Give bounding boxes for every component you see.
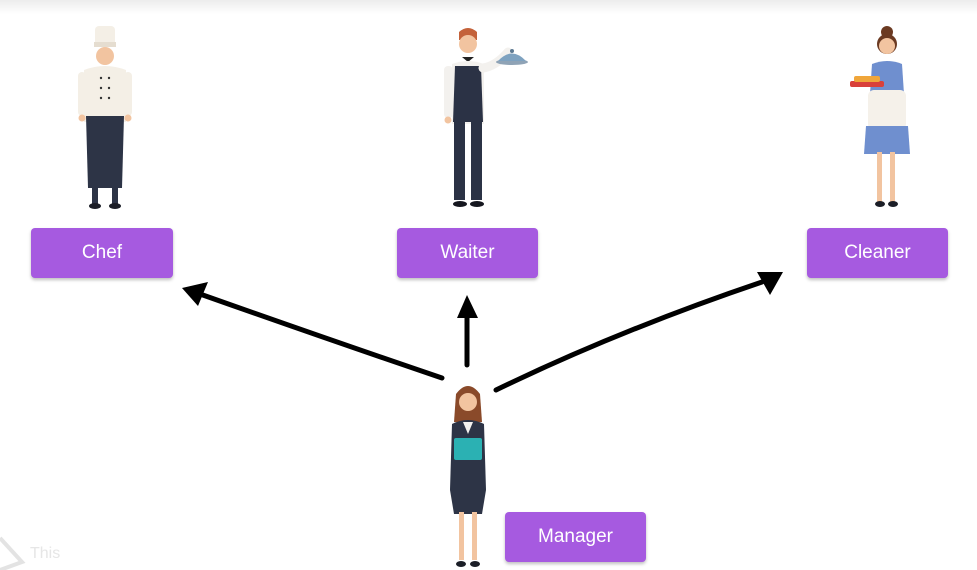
manager-illustration [450, 386, 486, 567]
cleaner-illustration [850, 26, 910, 207]
chef-illustration [78, 26, 132, 209]
chef-label: Chef [31, 228, 173, 278]
cleaner-label: Cleaner [807, 228, 948, 278]
watermark-text: This [30, 545, 61, 562]
arrow-manager-to-cleaner [493, 272, 783, 393]
top-shadow [0, 0, 977, 14]
waiter-label: Waiter [397, 228, 538, 278]
manager-label: Manager [505, 512, 646, 562]
arrow-manager-to-waiter [457, 295, 478, 368]
corner-chevron-icon [0, 536, 26, 570]
waiter-illustration [444, 28, 528, 207]
arrow-manager-to-chef [182, 282, 445, 381]
